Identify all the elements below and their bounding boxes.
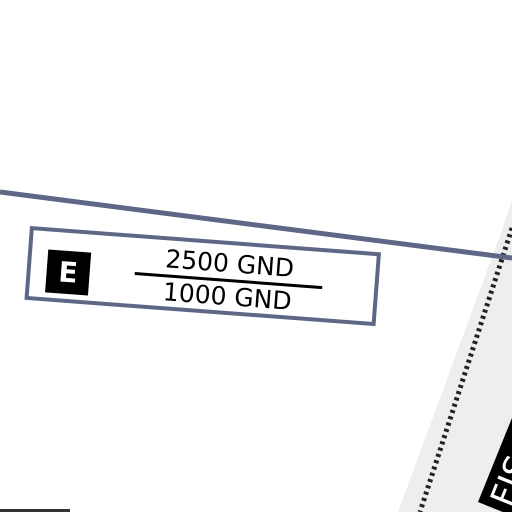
fis-label-clip: FIS	[464, 404, 512, 512]
fis-corridor	[398, 200, 512, 512]
airspace-boundary-line	[0, 189, 512, 261]
airspace-class-badge: E	[45, 249, 92, 296]
vertical-limits: 2500 GND 1000 GND	[132, 242, 324, 318]
fis-label: FIS	[478, 412, 512, 512]
